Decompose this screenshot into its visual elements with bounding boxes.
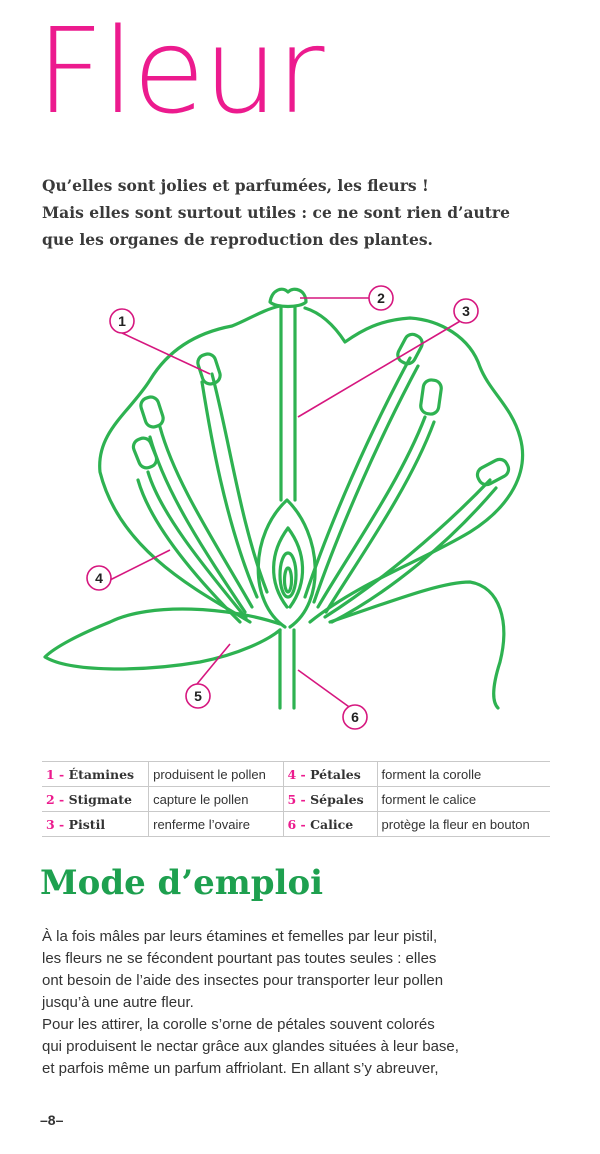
body-line: Pour les attirer, la corolle s’orne de p… xyxy=(42,1016,435,1033)
body-line: ont besoin de l’aide des insectes pour t… xyxy=(42,972,444,989)
legend-row: 3 - Pistil renferme l’ovaire 6 - Calice … xyxy=(42,811,550,837)
body-line: À la fois mâles par leurs étamines et fe… xyxy=(42,928,438,945)
stamen-filament xyxy=(146,470,248,620)
anther-outline xyxy=(475,457,511,487)
body-line: qui produisent le nectar grâce aux gland… xyxy=(42,1038,459,1055)
stamen-filament xyxy=(330,486,498,624)
stamen-filament xyxy=(316,415,427,609)
stamen-filament xyxy=(158,425,254,609)
body-line: les fleurs ne se fécondent pourtant pas … xyxy=(42,950,437,967)
legend-description: renferme l’ovaire xyxy=(148,811,284,837)
legend-row: 1 - Étamines produisent le pollen 4 - Pé… xyxy=(42,761,550,787)
callout-1 xyxy=(109,308,135,334)
callout-label: 5 xyxy=(194,688,202,704)
petal-outline xyxy=(303,306,525,624)
body-line: et parfois même un parfum affriolant. En… xyxy=(42,1060,439,1077)
stamen-filament xyxy=(324,420,436,614)
stamen-filament xyxy=(303,356,412,599)
legend-row: 2 - Stigmate capture le pollen 5 - Sépal… xyxy=(42,786,550,812)
stamen-filament xyxy=(210,372,269,594)
legend-term: 5 - Sépales xyxy=(283,786,378,812)
sepal-outline xyxy=(43,607,282,671)
anther-outline xyxy=(196,352,222,386)
legend-description: produisent le pollen xyxy=(148,761,284,787)
intro-line: que les organes de reproduction des plan… xyxy=(42,230,433,249)
legend-description: protège la fleur en bouton xyxy=(377,811,550,837)
callout-3 xyxy=(453,298,479,324)
body-line: jusqu’à une autre fleur. xyxy=(42,994,194,1011)
petal-outline xyxy=(328,580,506,710)
ovary-outline xyxy=(256,498,317,629)
anther-outline xyxy=(396,332,424,366)
stamen-filament xyxy=(312,364,420,604)
stigma-outline xyxy=(268,287,308,309)
callout-label: 6 xyxy=(351,709,359,725)
section-title: Mode d’emploi xyxy=(40,863,324,903)
callout-labels: 1 2 3 4 5 6 xyxy=(95,290,470,725)
callout-6 xyxy=(342,704,368,730)
callout-4 xyxy=(86,565,112,591)
legend-term: 6 - Calice xyxy=(283,811,378,837)
ovule-outline xyxy=(282,566,294,594)
legend-term: 1 - Étamines xyxy=(42,761,150,787)
ovary-outline xyxy=(272,526,305,609)
intro-line: Mais elles sont surtout utiles : ce ne s… xyxy=(42,203,510,222)
anther-outline xyxy=(139,395,165,429)
intro-paragraph: Qu’elles sont jolies et parfumées, les f… xyxy=(42,172,562,253)
intro-line: Qu’elles sont jolies et parfumées, les f… xyxy=(42,176,429,195)
callout-2 xyxy=(368,285,394,311)
callout-label: 1 xyxy=(118,313,126,329)
petal-outline xyxy=(98,304,282,624)
callout-label: 4 xyxy=(95,570,103,586)
legend-term: 4 - Pétales xyxy=(283,761,378,787)
legend-term: 3 - Pistil xyxy=(42,811,150,837)
stamen-filament xyxy=(136,478,242,624)
legend-description: forment la corolle xyxy=(377,761,550,787)
anther-outline xyxy=(131,436,159,470)
callout-5 xyxy=(185,683,211,709)
flower-drawing xyxy=(43,287,525,710)
stamen-filament xyxy=(323,478,492,619)
legend-term: 2 - Stigmate xyxy=(42,786,150,812)
stamen-filament xyxy=(200,380,259,599)
anther-outline xyxy=(419,378,443,416)
legend-description: capture le pollen xyxy=(148,786,284,812)
legend-description: forment le calice xyxy=(377,786,550,812)
callout-label: 2 xyxy=(377,290,385,306)
callouts xyxy=(86,285,479,730)
ovule-outline xyxy=(278,551,298,599)
legend-table: 1 - Étamines produisent le pollen 4 - Pé… xyxy=(42,761,550,837)
section-body: À la fois mâles par leurs étamines et fe… xyxy=(42,926,562,1080)
flower-diagram: 1 2 3 4 5 6 xyxy=(43,285,525,730)
page-title: Fleur xyxy=(36,2,325,140)
callout-label: 3 xyxy=(462,303,470,319)
page-number: –8– xyxy=(40,1112,64,1128)
